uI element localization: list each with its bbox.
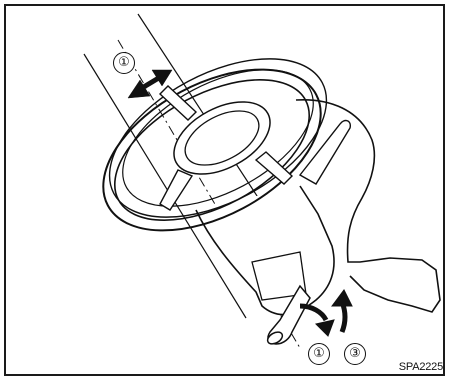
callout-3-lock: ③ <box>344 343 366 365</box>
callout-1-release: ① <box>308 343 330 365</box>
callout-1-adjust: ① <box>113 52 135 74</box>
curved-down-arrow-icon <box>300 306 334 336</box>
curved-up-arrow-icon <box>332 290 352 332</box>
figure-code: SPA2225 <box>399 361 443 373</box>
